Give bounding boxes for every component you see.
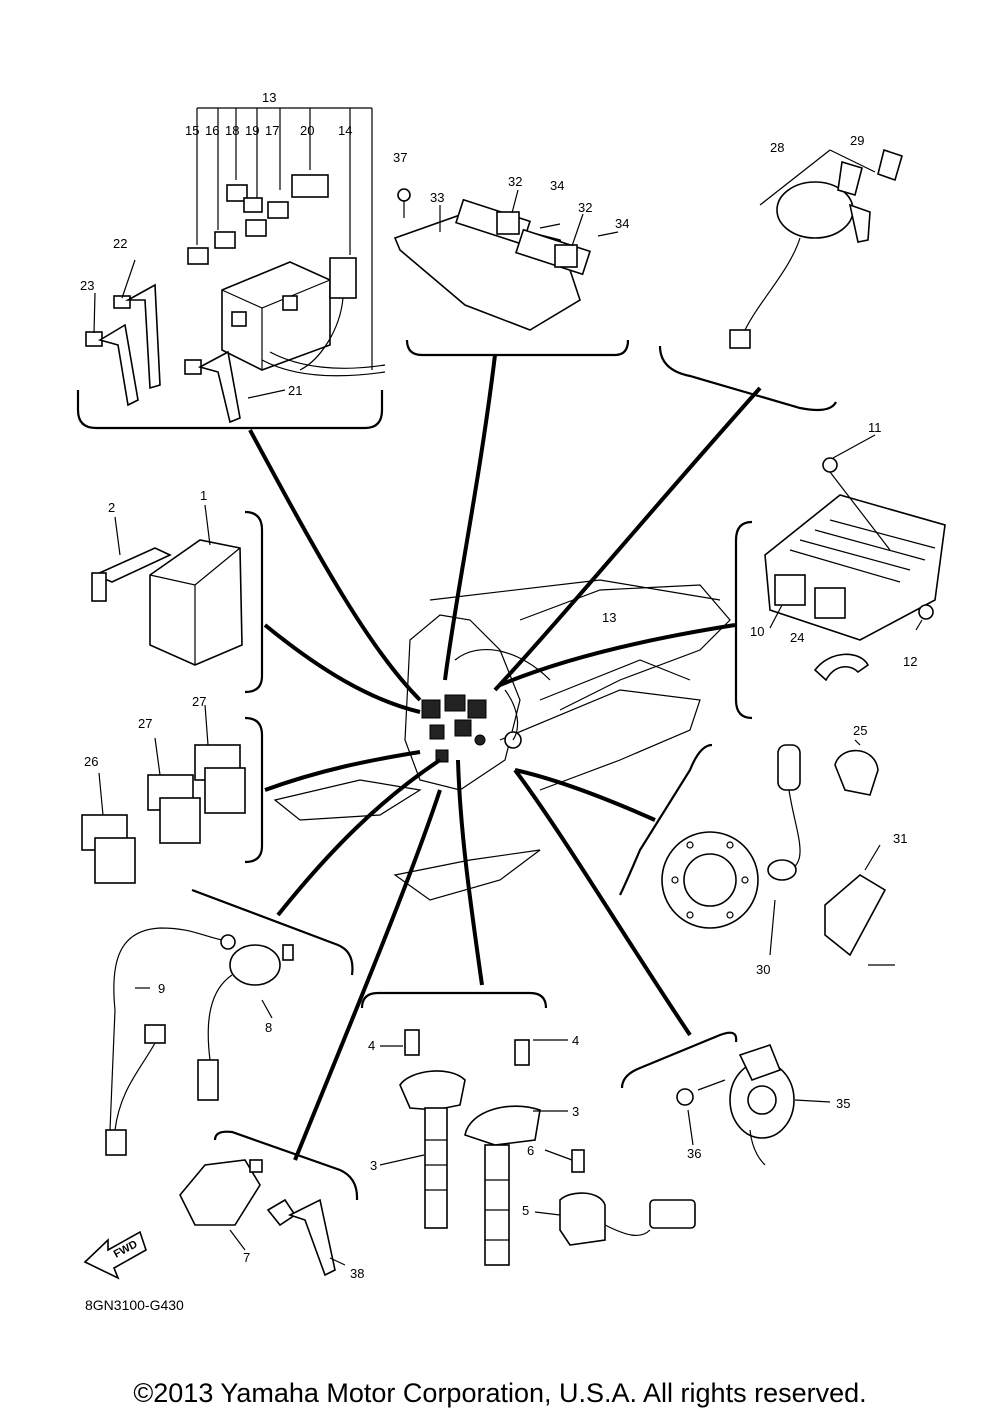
callout-14: 14: [338, 123, 352, 138]
callout-10: 10: [750, 624, 764, 639]
speed-sensor-group: [620, 1031, 831, 1166]
sensor-lead-group: [105, 888, 354, 1156]
main-switch-group: [658, 148, 903, 412]
callout-37: 37: [393, 150, 407, 165]
callout-3b: 3: [572, 1104, 579, 1119]
callout-32a: 32: [508, 174, 522, 189]
fwd-arrow-icon: FWD: [83, 1230, 147, 1280]
callout-18: 18: [225, 123, 239, 138]
callout-4a: 4: [368, 1038, 375, 1053]
callout-34b: 34: [615, 216, 629, 231]
ecu-group: [91, 504, 264, 694]
callout-6: 6: [527, 1143, 534, 1158]
rectifier-group: [734, 434, 946, 720]
callout-12: 12: [903, 654, 917, 669]
callout-30: 30: [756, 962, 770, 977]
copyright-notice: ©2013 Yamaha Motor Corporation, U.S.A. A…: [133, 1378, 867, 1408]
callout-26: 26: [84, 754, 98, 769]
callout-27b: 27: [138, 716, 152, 731]
callout-16: 16: [205, 123, 219, 138]
callout-3a: 3: [370, 1158, 377, 1173]
callout-32b: 32: [578, 200, 592, 215]
pressure-sensor-group: [179, 1130, 359, 1277]
callout-20: 20: [300, 123, 314, 138]
callout-33: 33: [430, 190, 444, 205]
callout-36: 36: [687, 1146, 701, 1161]
relay-bracket-group: [393, 188, 630, 357]
callout-23: 23: [80, 278, 94, 293]
callout-35: 35: [836, 1096, 850, 1111]
callout-31: 31: [893, 831, 907, 846]
callout-11: 11: [868, 420, 882, 435]
chassis-frame: [273, 579, 731, 901]
callout-2: 2: [108, 500, 115, 515]
relays-group: [81, 704, 264, 884]
fuse-box-group: [76, 107, 386, 430]
callout-38: 38: [350, 1266, 364, 1281]
callout-25: 25: [853, 723, 867, 738]
callout-34a: 34: [550, 178, 564, 193]
callout-21: 21: [288, 383, 302, 398]
callout-22: 22: [113, 236, 127, 251]
callout-27a: 27: [192, 694, 206, 709]
callout-15: 15: [185, 123, 199, 138]
wire-harness-cluster: [421, 649, 551, 763]
callout-5: 5: [522, 1203, 529, 1218]
lead-lines: [248, 354, 762, 1161]
callout-13b: 13: [602, 610, 616, 625]
ignition-coils-group: [360, 991, 696, 1266]
callout-8: 8: [265, 1020, 272, 1035]
callout-4b: 4: [572, 1033, 579, 1048]
callout-7: 7: [243, 1250, 250, 1265]
callout-labels: 13 15 16 18 19 17 20 14 22 23 21 37 33 3…: [80, 90, 917, 1313]
callout-13: 13: [262, 90, 276, 105]
callout-9: 9: [158, 981, 165, 996]
diagram-code: 8GN3100-G430: [85, 1297, 184, 1313]
pickup-rotor-group: [619, 739, 895, 966]
callout-24: 24: [790, 630, 804, 645]
callout-17: 17: [265, 123, 279, 138]
callout-19: 19: [245, 123, 259, 138]
callout-28: 28: [770, 140, 784, 155]
callout-29: 29: [850, 133, 864, 148]
callout-1: 1: [200, 488, 207, 503]
